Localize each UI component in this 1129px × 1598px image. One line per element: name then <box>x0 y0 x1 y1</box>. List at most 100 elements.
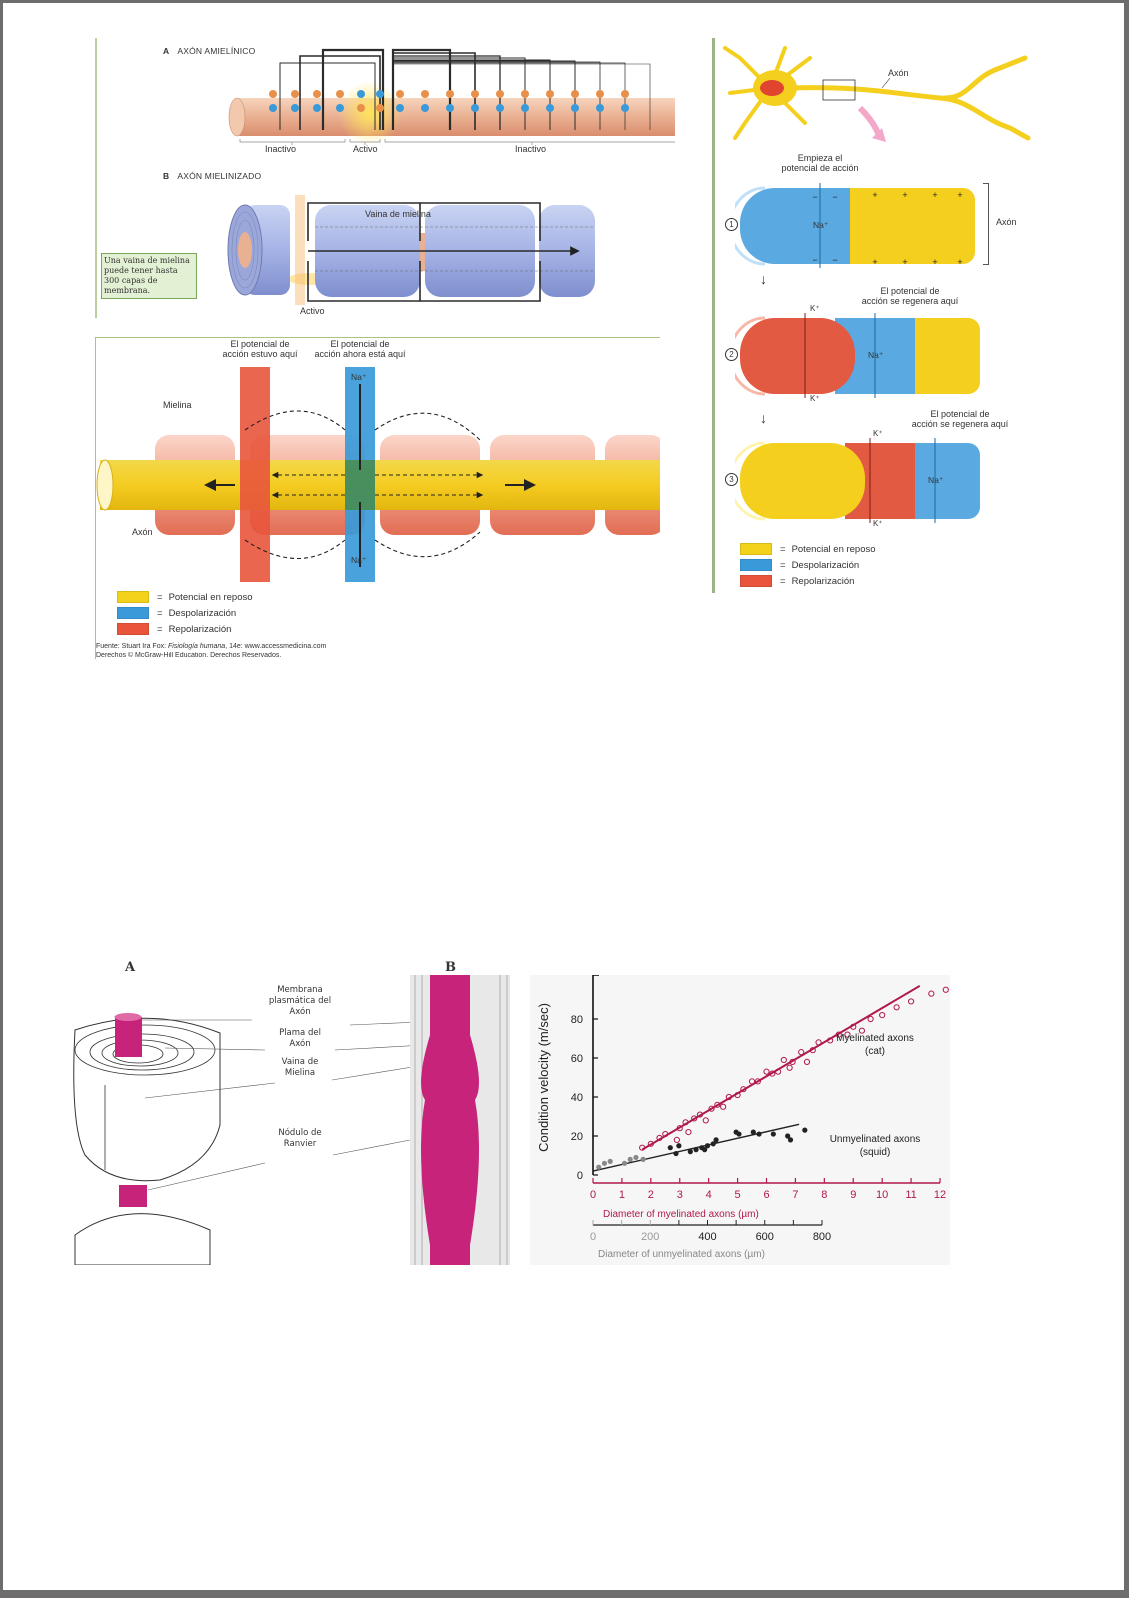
y-tick-label: 0 <box>577 1170 583 1182</box>
data-point-myelinated <box>780 1056 787 1064</box>
series-sublabel-myelinated: (cat) <box>865 1046 885 1057</box>
node-of-ranvier <box>119 1185 147 1207</box>
data-point-myelinated <box>942 986 949 993</box>
x2-tick-label: 200 <box>641 1231 659 1243</box>
label-active: Activo <box>353 144 378 154</box>
axon-membrane <box>115 1017 142 1057</box>
data-point-myelinated <box>844 1031 851 1038</box>
repolarization-band <box>240 367 270 582</box>
data-point-myelinated <box>850 1023 857 1030</box>
step-3-k-top: K⁺ <box>873 429 883 438</box>
data-point-myelinated <box>835 1031 842 1038</box>
x2-tick-label: 800 <box>813 1231 831 1243</box>
y-tick-label: 40 <box>571 1092 583 1104</box>
x-tick-label: 8 <box>821 1189 827 1201</box>
x-tick-label: 4 <box>706 1189 712 1201</box>
series-sublabel-unmyelinated: (squid) <box>860 1147 891 1158</box>
zoom-box <box>822 79 856 101</box>
x2-tick-label: 0 <box>590 1231 596 1243</box>
data-point-myelinated <box>734 1091 741 1099</box>
step-3-number: 3 <box>725 473 738 486</box>
x2-tick-label: 600 <box>756 1231 774 1243</box>
label-active-b: Activo <box>300 306 325 316</box>
source-citation: Fuente: Stuart Ira Fox: Fisiología human… <box>96 643 327 650</box>
data-point-unmyelinated <box>785 1133 791 1139</box>
svg-text:+: + <box>872 257 877 267</box>
data-point-unmyelinated <box>756 1131 762 1137</box>
data-point-myelinated <box>754 1078 761 1085</box>
bracket-axon-label: Axón <box>996 217 1017 227</box>
legend-resting: =Potencial en reposo <box>740 543 876 555</box>
data-point-unmyelinated <box>607 1158 613 1164</box>
legend-repolarization: =Repolarización <box>740 575 854 587</box>
step-1-number: 1 <box>725 218 738 231</box>
data-point-myelinated <box>803 1058 811 1066</box>
data-point-unmyelinated <box>713 1137 719 1143</box>
myelinated-axon-diagram <box>227 195 595 305</box>
x2-tick-label: 400 <box>698 1231 716 1243</box>
step-2-k-top: K⁺ <box>810 304 820 313</box>
data-point-myelinated <box>708 1105 715 1112</box>
svg-text:+: + <box>872 190 877 200</box>
data-point-myelinated <box>893 1004 900 1011</box>
myelin-drawing <box>73 975 510 1265</box>
x2-axis-label: Diameter of unmyelinated axons (µm) <box>598 1249 765 1260</box>
svg-text:−: − <box>812 192 817 202</box>
legend-resting: =Potencial en reposo <box>117 591 253 603</box>
step-2-number: 2 <box>725 348 738 361</box>
data-point-myelinated <box>774 1068 782 1075</box>
legend-repolarization: =Repolarización <box>117 623 231 635</box>
data-point-myelinated <box>662 1130 669 1138</box>
step-3-ion: Na⁺ <box>928 475 944 485</box>
y-tick-label: 60 <box>571 1053 583 1065</box>
data-point-unmyelinated <box>627 1156 633 1162</box>
x-tick-label: 7 <box>792 1189 798 1201</box>
ion-na-top: Na⁺ <box>351 372 367 382</box>
down-arrow-icon: ↓ <box>760 410 767 426</box>
data-point-myelinated <box>798 1049 805 1056</box>
svg-text:+: + <box>902 190 907 200</box>
legend-depolarization: =Despolarización <box>740 559 859 571</box>
axon-core <box>100 460 660 510</box>
data-point-unmyelinated <box>750 1129 756 1135</box>
svg-text:−: − <box>832 255 837 265</box>
drawing-letter-b: B <box>445 960 456 975</box>
myelin-label: Mielina <box>163 400 192 410</box>
x-tick-label: 11 <box>905 1189 916 1201</box>
step-2-k-bottom: K⁺ <box>810 394 820 403</box>
y-tick-label: 20 <box>571 1131 583 1143</box>
data-point-myelinated <box>748 1078 756 1085</box>
svg-text:+: + <box>932 190 937 200</box>
svg-text:+: + <box>902 257 907 267</box>
data-point-unmyelinated <box>710 1141 716 1147</box>
data-point-unmyelinated <box>596 1164 602 1170</box>
data-point-unmyelinated <box>802 1127 808 1133</box>
data-point-unmyelinated <box>704 1143 711 1149</box>
data-point-myelinated <box>725 1093 733 1101</box>
data-point-myelinated <box>815 1039 822 1046</box>
data-point-unmyelinated <box>621 1160 628 1166</box>
svg-text:+: + <box>957 257 962 267</box>
active-burst <box>338 81 402 145</box>
data-point-myelinated <box>907 998 915 1005</box>
y-tick-label: 80 <box>571 1014 583 1026</box>
data-point-unmyelinated <box>787 1137 794 1143</box>
ion-na-bottom: Na⁺ <box>351 555 367 565</box>
data-point-myelinated <box>656 1134 663 1142</box>
data-point-myelinated <box>769 1070 776 1077</box>
down-arrow-icon: ↓ <box>760 271 767 287</box>
drawing-letter-a: A <box>125 960 136 975</box>
data-point-myelinated <box>740 1086 747 1093</box>
